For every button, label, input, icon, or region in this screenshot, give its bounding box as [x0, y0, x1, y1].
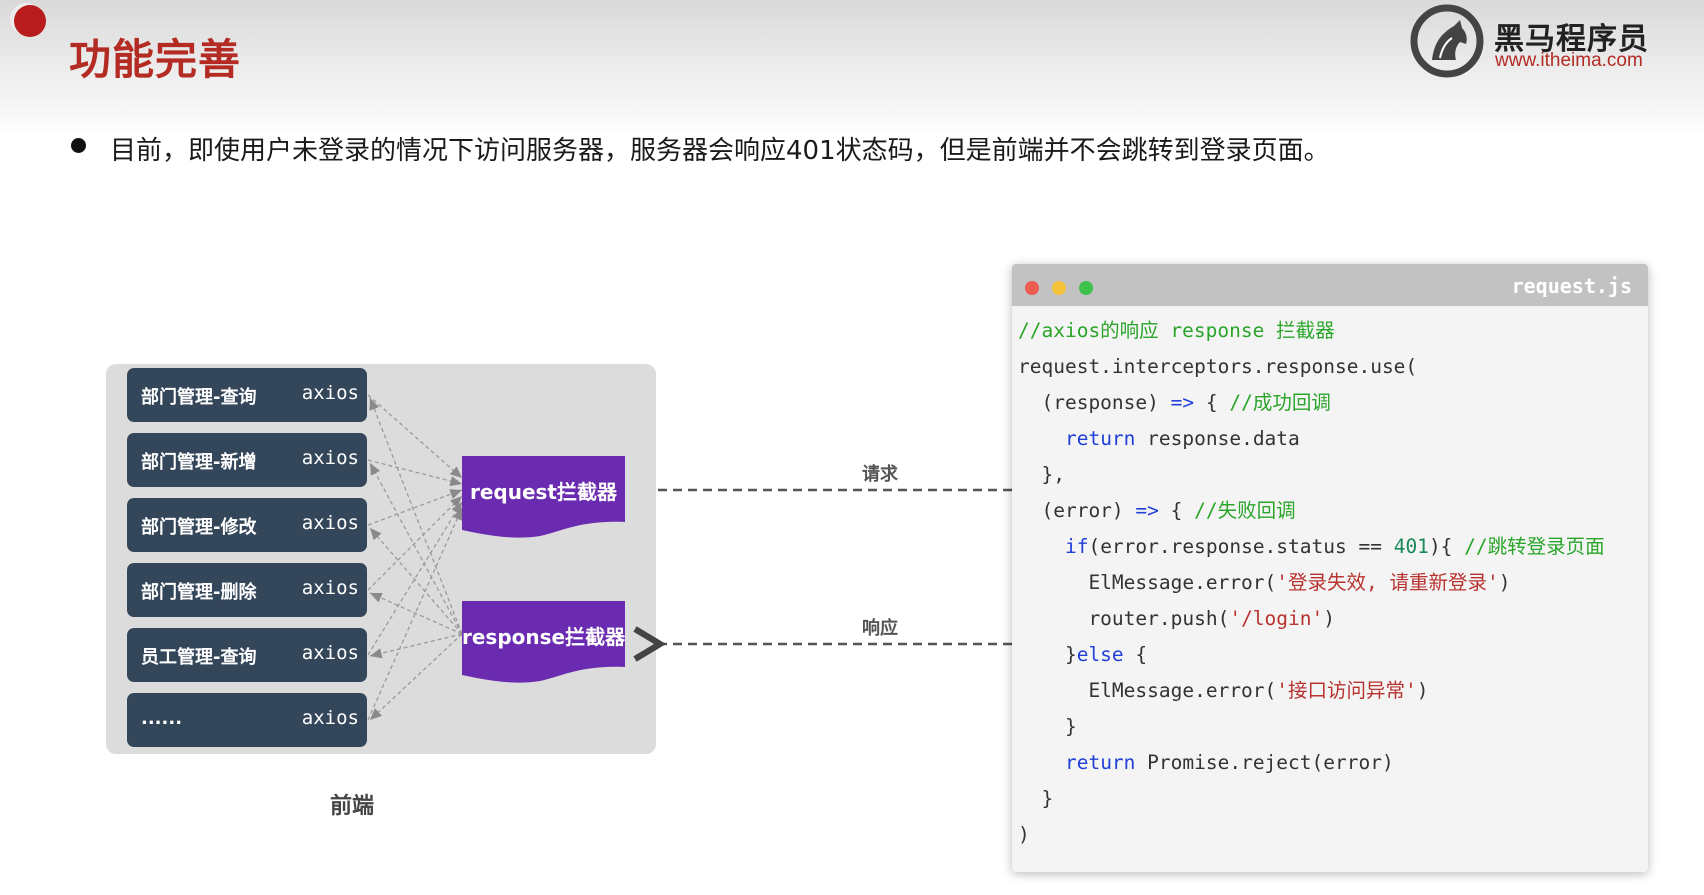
- api-name: ......: [141, 708, 183, 729]
- bullet-marker: [71, 138, 86, 153]
- code-token: '接口访问异常': [1276, 679, 1417, 702]
- code-line: ElMessage.error('登录失效, 请重新登录'): [1018, 565, 1605, 601]
- api-tag: axios: [301, 382, 359, 404]
- api-box: 部门管理-新增 axios: [127, 433, 367, 487]
- api-box: 部门管理-查询 axios: [127, 368, 367, 422]
- code-token: }: [1018, 787, 1054, 810]
- code-line: }else {: [1018, 637, 1605, 673]
- code-token: ): [1498, 571, 1511, 594]
- code-line: router.push('/login'): [1018, 601, 1605, 637]
- code-token: },: [1018, 463, 1065, 486]
- code-token: (error): [1018, 499, 1136, 522]
- api-box: 部门管理-删除 axios: [127, 563, 367, 617]
- bullet-text: 目前，即使用户未登录的情况下访问服务器，服务器会响应401状态码，但是前端并不会…: [110, 136, 1330, 166]
- code-token: =>: [1170, 391, 1195, 414]
- minimize-dot-icon: [1052, 281, 1066, 295]
- brand-logo: 黑马程序员 www.itheima.com: [1408, 2, 1688, 78]
- code-line: },: [1018, 457, 1605, 493]
- api-tag: axios: [301, 512, 359, 534]
- api-name: 部门管理-新增: [141, 452, 257, 473]
- slide-title: 功能完善: [69, 35, 242, 84]
- code-token: {: [1123, 643, 1148, 666]
- code-token: ElMessage.error(: [1018, 571, 1277, 594]
- corner-dot: [14, 5, 46, 37]
- request-interceptor: request拦截器: [469, 480, 617, 504]
- code-token: if: [1064, 535, 1089, 558]
- api-box: ...... axios: [127, 693, 367, 747]
- code-line: ): [1018, 817, 1605, 853]
- api-box: 部门管理-修改 axios: [127, 498, 367, 552]
- api-tag: axios: [301, 577, 359, 599]
- code-token: router.push(: [1018, 607, 1230, 630]
- code-line: request.interceptors.response.use(: [1018, 349, 1605, 385]
- response-interceptor-shape: [462, 601, 625, 683]
- code-token: response.data: [1135, 427, 1300, 450]
- code-line: }: [1018, 781, 1605, 817]
- code-token: ){: [1428, 535, 1465, 558]
- frontend-panel: [106, 364, 656, 754]
- api-box: 员工管理-查询 axios: [127, 628, 367, 682]
- window-titlebar: request.js: [1012, 264, 1648, 306]
- code-token: {: [1194, 391, 1230, 414]
- code-token: ): [1018, 823, 1030, 846]
- code-token: ElMessage.error(: [1018, 679, 1277, 702]
- code-token: 401: [1393, 535, 1429, 558]
- request-flow-label: 请求: [862, 464, 898, 485]
- code-token: return: [1064, 427, 1136, 450]
- brand-name: 黑马程序员: [1494, 22, 1649, 57]
- code-line: ElMessage.error('接口访问异常'): [1018, 673, 1605, 709]
- code-token: ): [1323, 607, 1335, 630]
- code-line: return Promise.reject(error): [1018, 745, 1605, 781]
- code-token: [1018, 751, 1065, 774]
- code-line: (error) => { //失败回调: [1018, 493, 1605, 529]
- code-token: [1018, 535, 1065, 558]
- code-token: '/login': [1229, 607, 1324, 630]
- code-line: //axios的响应 response 拦截器: [1018, 313, 1605, 349]
- api-tag: axios: [301, 642, 359, 664]
- close-dot-icon: [1025, 281, 1039, 295]
- frontend-label: 前端: [330, 794, 375, 819]
- code-token: //axios的响应 response 拦截器: [1018, 319, 1335, 342]
- code-line: }: [1018, 709, 1605, 745]
- code-token: request.interceptors.response.use(: [1018, 355, 1418, 378]
- api-name: 部门管理-修改: [141, 517, 257, 538]
- api-name: 部门管理-查询: [141, 387, 257, 408]
- code-line: return response.data: [1018, 421, 1605, 457]
- code-line: (response) => { //成功回调: [1018, 385, 1605, 421]
- api-name: 部门管理-删除: [141, 582, 257, 603]
- code-token: '登录失效, 请重新登录': [1276, 571, 1499, 594]
- code-token: (response): [1018, 391, 1171, 414]
- api-tag: axios: [301, 447, 359, 469]
- code-token: =>: [1135, 499, 1159, 522]
- code-token: else: [1076, 643, 1124, 666]
- code-token: }: [1018, 643, 1077, 666]
- horse-logo-icon: [1410, 4, 1484, 78]
- code-token: ): [1416, 679, 1429, 702]
- brand-url: www.itheima.com: [1495, 50, 1643, 71]
- code-window: request.js //axios的响应 response 拦截器 reques…: [1012, 264, 1648, 872]
- code-token: {: [1158, 499, 1195, 522]
- code-token: //失败回调: [1194, 499, 1296, 522]
- code-token: return: [1064, 751, 1136, 774]
- code-token: [1018, 427, 1065, 450]
- api-name: 员工管理-查询: [141, 647, 257, 668]
- response-interceptor: response拦截器: [462, 625, 626, 649]
- response-flow-label: 响应: [862, 618, 898, 639]
- code-token: }: [1018, 715, 1077, 738]
- code-line: if(error.response.status == 401){ //跳转登录…: [1018, 529, 1605, 565]
- code-token: //跳转登录页面: [1464, 535, 1605, 558]
- maximize-dot-icon: [1079, 281, 1093, 295]
- code-token: //成功回调: [1229, 391, 1331, 414]
- api-tag: axios: [301, 707, 359, 729]
- code-token: Promise.reject(error): [1135, 751, 1394, 774]
- code-token: (error.response.status ==: [1088, 535, 1394, 558]
- window-filename: request.js: [1511, 274, 1632, 298]
- code-body: //axios的响应 response 拦截器 request.intercept…: [1018, 313, 1605, 853]
- request-interceptor-shape: [462, 456, 625, 538]
